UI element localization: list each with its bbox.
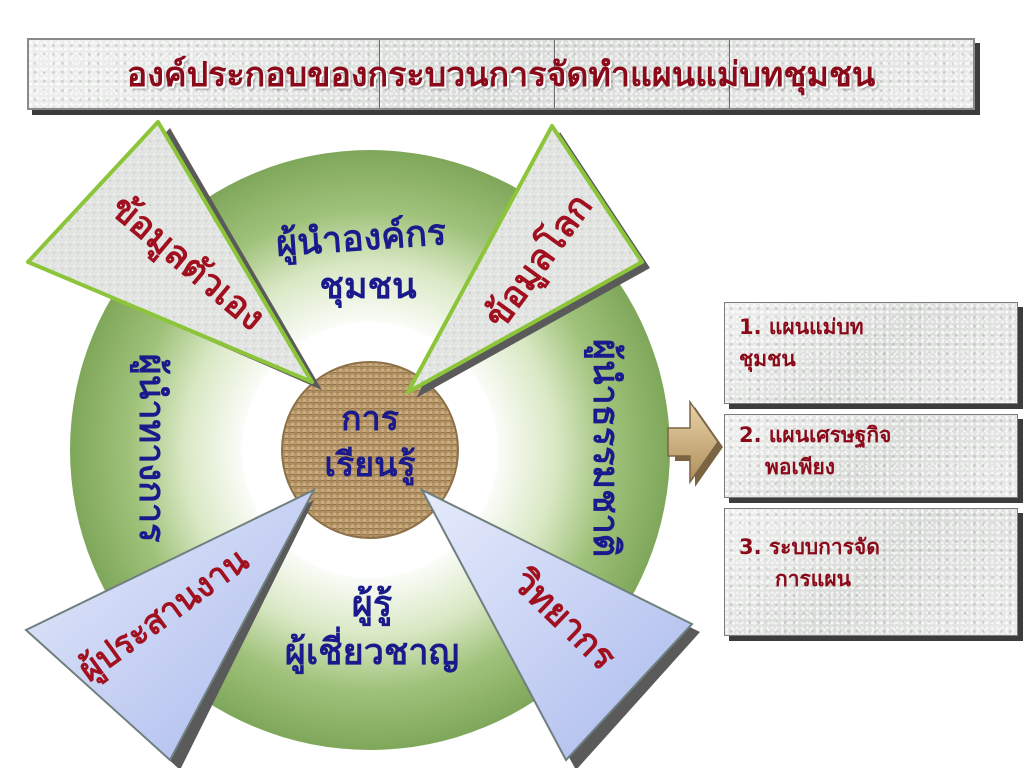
wedge-lecturer: [419, 487, 694, 762]
output-3-line1: 3. ระบบการจัด: [739, 535, 880, 559]
wedge-self-info: [26, 120, 314, 384]
title-banner: องค์ประกอบของกระบวนการจัดทำแผนแม่บทชุมชน: [27, 38, 975, 110]
output-1-line2: ชุมชน: [739, 347, 796, 371]
output-box-2: 2. แผนเศรษฐกิจ พอเพียง: [724, 414, 1018, 498]
ring-label-bottom-line1: ผู้รู้: [352, 584, 393, 627]
output-2-line2: พอเพียง: [765, 455, 836, 479]
page-title: องค์ประกอบของกระบวนการจัดทำแผนแม่บทชุมชน: [126, 55, 876, 95]
center-label-line1: การ: [341, 399, 400, 439]
title-divider: [379, 40, 380, 108]
wedge-coordinator: [24, 487, 317, 762]
title-divider: [729, 40, 730, 108]
center-label-line2: เรียนรู้: [324, 445, 416, 486]
ring-label-right: ผู้นำธรรมชาติ: [583, 339, 626, 557]
output-box-3: 3. ระบบการจัด การแผน: [724, 508, 1018, 636]
output-arrow: [667, 399, 723, 487]
output-1-line1: 1. แผนแม่บท: [739, 315, 864, 339]
title-divider: [554, 40, 555, 108]
output-2-line1: 2. แผนเศรษฐกิจ: [739, 423, 892, 447]
center-learning-circle: [281, 361, 459, 539]
ring-label-left: ผู้นำทางการ: [129, 354, 172, 543]
ring-label-top-line2: ชุมชน: [319, 266, 417, 309]
output-3-line2: การแผน: [775, 567, 851, 591]
output-box-1: 1. แผนแม่บท ชุมชน: [724, 302, 1018, 404]
ring-label-bottom-line2: ผู้เชี่ยวชาญ: [285, 626, 459, 675]
wedge-world-info: [406, 124, 644, 394]
